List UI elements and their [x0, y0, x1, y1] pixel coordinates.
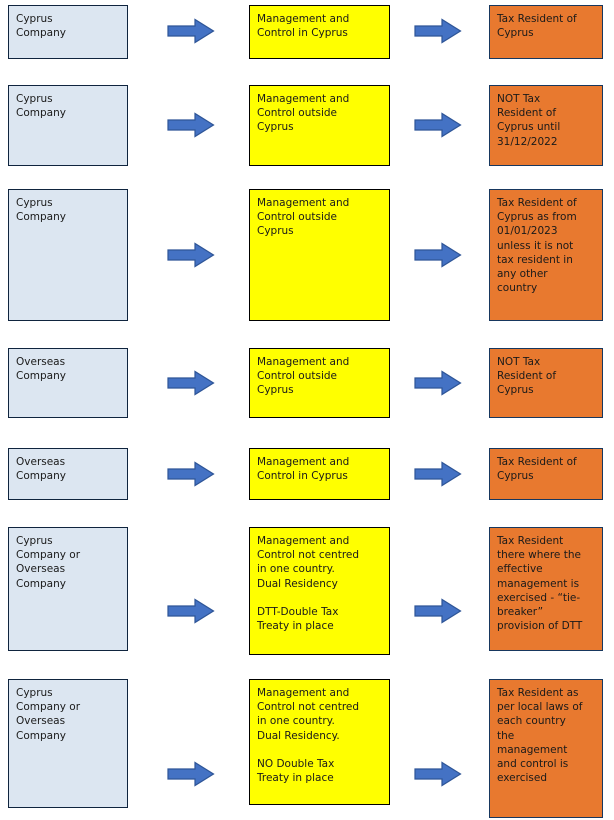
condition-box: Management and Control in Cyprus	[249, 5, 390, 59]
condition-box: Management and Control outside Cyprus	[249, 189, 390, 321]
entity-box: Overseas Company	[8, 348, 128, 418]
result-box: NOT Tax Resident of Cyprus until 31/12/2…	[489, 85, 603, 166]
right-arrow-icon	[414, 242, 462, 268]
result-box: Tax Resident of Cyprus	[489, 448, 603, 500]
entity-box: Cyprus Company	[8, 85, 128, 166]
right-arrow-icon	[167, 598, 215, 624]
condition-box: Management and Control in Cyprus	[249, 448, 390, 500]
right-arrow-icon	[167, 242, 215, 268]
result-box: Tax Resident as per local laws of each c…	[489, 679, 603, 818]
entity-box: Cyprus Company	[8, 5, 128, 59]
condition-box: Management and Control not centred in on…	[249, 527, 390, 655]
result-box: Tax Resident of Cyprus	[489, 5, 603, 59]
condition-box: Management and Control outside Cyprus	[249, 348, 390, 418]
right-arrow-icon	[167, 461, 215, 487]
entity-box: Overseas Company	[8, 448, 128, 500]
condition-box: Management and Control outside Cyprus	[249, 85, 390, 166]
right-arrow-icon	[414, 598, 462, 624]
result-box: NOT Tax Resident of Cyprus	[489, 348, 603, 418]
right-arrow-icon	[167, 112, 215, 138]
entity-box: Cyprus Company or Overseas Company	[8, 527, 128, 651]
right-arrow-icon	[167, 18, 215, 44]
entity-box: Cyprus Company	[8, 189, 128, 321]
entity-box: Cyprus Company or Overseas Company	[8, 679, 128, 808]
right-arrow-icon	[414, 761, 462, 787]
result-box: Tax Resident there where the effective m…	[489, 527, 603, 651]
right-arrow-icon	[167, 370, 215, 396]
right-arrow-icon	[414, 370, 462, 396]
condition-box: Management and Control not centred in on…	[249, 679, 390, 805]
result-box: Tax Resident of Cyprus as from 01/01/202…	[489, 189, 603, 321]
right-arrow-icon	[414, 461, 462, 487]
right-arrow-icon	[414, 18, 462, 44]
right-arrow-icon	[167, 761, 215, 787]
right-arrow-icon	[414, 112, 462, 138]
